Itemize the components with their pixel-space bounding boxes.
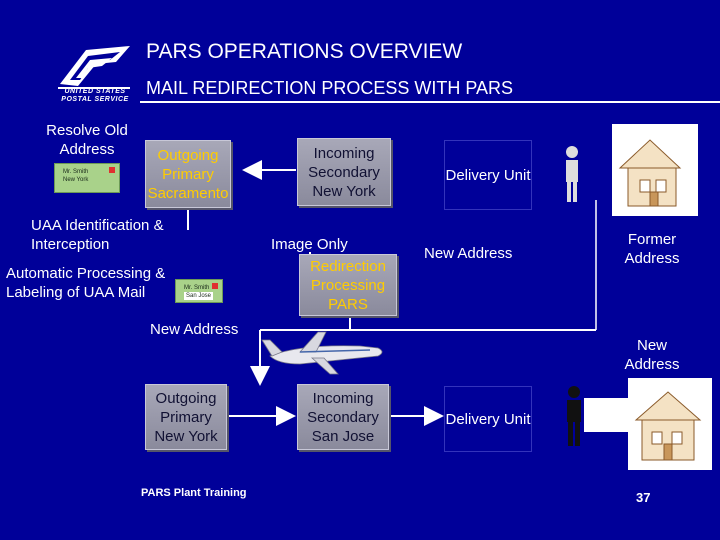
label-uaa-identification: UAA Identification & Interception [31,217,164,253]
label-new-address-mid: New Address [424,245,513,262]
mail-carrier-icon-top [566,146,578,202]
airplane-icon [261,331,383,375]
stamp-icon [109,167,115,173]
envelope-san-jose: Mr. Smith San Jose [175,279,223,303]
envelope-addressee: Mr. Smith [63,169,89,175]
label-resolve-old-address: Resolve Old Address [46,122,128,158]
node-outgoing-primary-sacramento: Outgoing Primary Sacramento [145,140,231,208]
label-new-address-right: New Address [624,337,680,373]
node-delivery-unit-top: Delivery Unit [444,140,532,210]
mail-carrier-icon-bottom [567,386,581,446]
usps-logo-text: UNITED STATES POSTAL SERVICE [61,88,129,103]
house-icon-new [628,378,712,470]
house-icon-former [612,124,698,216]
label-former-address: Former Address [624,231,680,267]
stamp-icon [212,283,218,289]
node-incoming-secondary-san-jose: Incoming Secondary San Jose [297,384,389,450]
footer-training-label: PARS Plant Training [141,487,247,499]
eagle-icon [58,46,130,89]
node-incoming-secondary-new-york: Incoming Secondary New York [297,138,391,206]
envelope-addressee: Mr. Smith [184,285,210,291]
node-redirection-processing-pars: Redirection Processing PARS [299,254,397,316]
node-outgoing-primary-new-york: Outgoing Primary New York [145,384,227,450]
node-delivery-unit-bottom: Delivery Unit [444,386,532,452]
usps-eagle-logo [56,44,132,106]
envelope-new-york: Mr. Smith New York [54,163,120,193]
page-title: PARS OPERATIONS OVERVIEW [146,40,463,63]
header-divider [140,101,720,103]
label-image-only: Image Only [271,236,348,253]
page-subtitle: MAIL REDIRECTION PROCESS WITH PARS [146,78,514,98]
envelope-city: New York [63,177,89,183]
path-to-new-house [584,398,628,432]
page-number: 37 [636,490,651,505]
label-new-address-left: New Address [150,321,239,338]
envelope-city: San Jose [184,292,214,300]
label-automatic-processing: Automatic Processing & Labeling of UAA M… [6,265,166,301]
